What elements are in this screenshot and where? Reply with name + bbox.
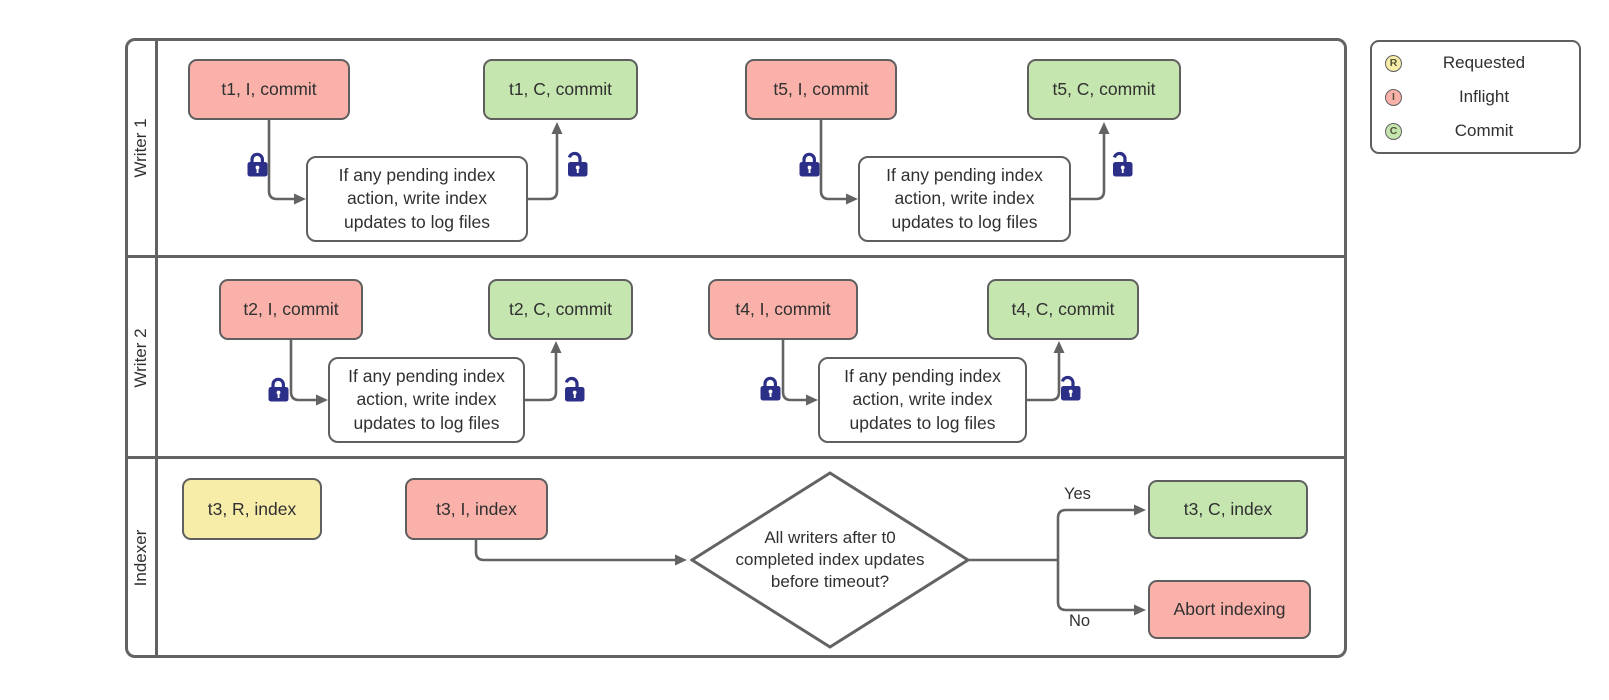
lock-open-icon xyxy=(564,376,585,402)
decision-diamond: All writers after t0 completed index upd… xyxy=(689,470,971,650)
decision-text: All writers after t0 completed index upd… xyxy=(690,470,970,650)
lane-label-indexer: Indexer xyxy=(131,529,150,587)
node-t2-inflight: t2, I, commit xyxy=(219,279,363,340)
lock-closed-icon xyxy=(799,152,820,177)
decision-line-3: before timeout? xyxy=(770,571,890,591)
lock-open-icon xyxy=(567,151,588,177)
branch-label-yes: Yes xyxy=(1064,485,1091,503)
node-abort-indexing: Abort indexing xyxy=(1148,580,1311,639)
lane-label-divider xyxy=(155,38,158,658)
commit-state-icon: C xyxy=(1385,122,1402,140)
node-t5-commit: t5, C, commit xyxy=(1027,59,1181,120)
legend-item-requested: R Requested xyxy=(1385,53,1566,73)
lane-divider-2 xyxy=(125,456,1347,459)
node-t1-inflight: t1, I, commit xyxy=(188,59,350,120)
legend-label-requested: Requested xyxy=(1442,53,1526,72)
lock-closed-icon xyxy=(247,152,268,177)
requested-state-icon: R xyxy=(1385,54,1402,72)
legend-item-commit: C Commit xyxy=(1385,121,1566,141)
legend: R Requested I Inflight C Commit xyxy=(1370,40,1581,154)
note-pending-index-t5: If any pending index action, write index… xyxy=(858,156,1071,242)
lane-divider-1 xyxy=(125,255,1347,258)
legend-label-inflight: Inflight xyxy=(1458,87,1510,106)
lane-label-writer-1: Writer 1 xyxy=(131,118,150,178)
node-t4-commit: t4, C, commit xyxy=(987,279,1139,340)
decision-diamond-shape xyxy=(689,471,971,649)
legend-label-commit: Commit xyxy=(1454,121,1514,140)
branch-label-no: No xyxy=(1069,612,1091,630)
node-t3-requested: t3, R, index xyxy=(182,478,322,540)
note-pending-index-t4: If any pending index action, write index… xyxy=(818,357,1027,443)
lock-closed-icon xyxy=(268,377,289,402)
inflight-state-icon: I xyxy=(1385,88,1402,106)
swimlane-frame xyxy=(125,38,1347,658)
decision-line-2: completed index updates xyxy=(735,550,925,570)
note-pending-index-t1: If any pending index action, write index… xyxy=(306,156,528,242)
lock-open-icon xyxy=(1112,151,1133,177)
note-pending-index-t2: If any pending index action, write index… xyxy=(328,357,525,443)
lock-closed-icon xyxy=(760,376,781,401)
node-t4-inflight: t4, I, commit xyxy=(708,279,858,340)
node-t3-inflight: t3, I, index xyxy=(405,478,548,540)
node-t1-commit: t1, C, commit xyxy=(483,59,638,120)
lane-label-writer-2: Writer 2 xyxy=(131,328,150,388)
node-t5-inflight: t5, I, commit xyxy=(745,59,897,120)
legend-item-inflight: I Inflight xyxy=(1385,87,1566,107)
node-t2-commit: t2, C, commit xyxy=(488,279,633,340)
node-t3-commit: t3, C, index xyxy=(1148,480,1308,539)
lock-open-icon xyxy=(1060,375,1081,401)
decision-line-1: All writers after t0 xyxy=(764,528,896,548)
